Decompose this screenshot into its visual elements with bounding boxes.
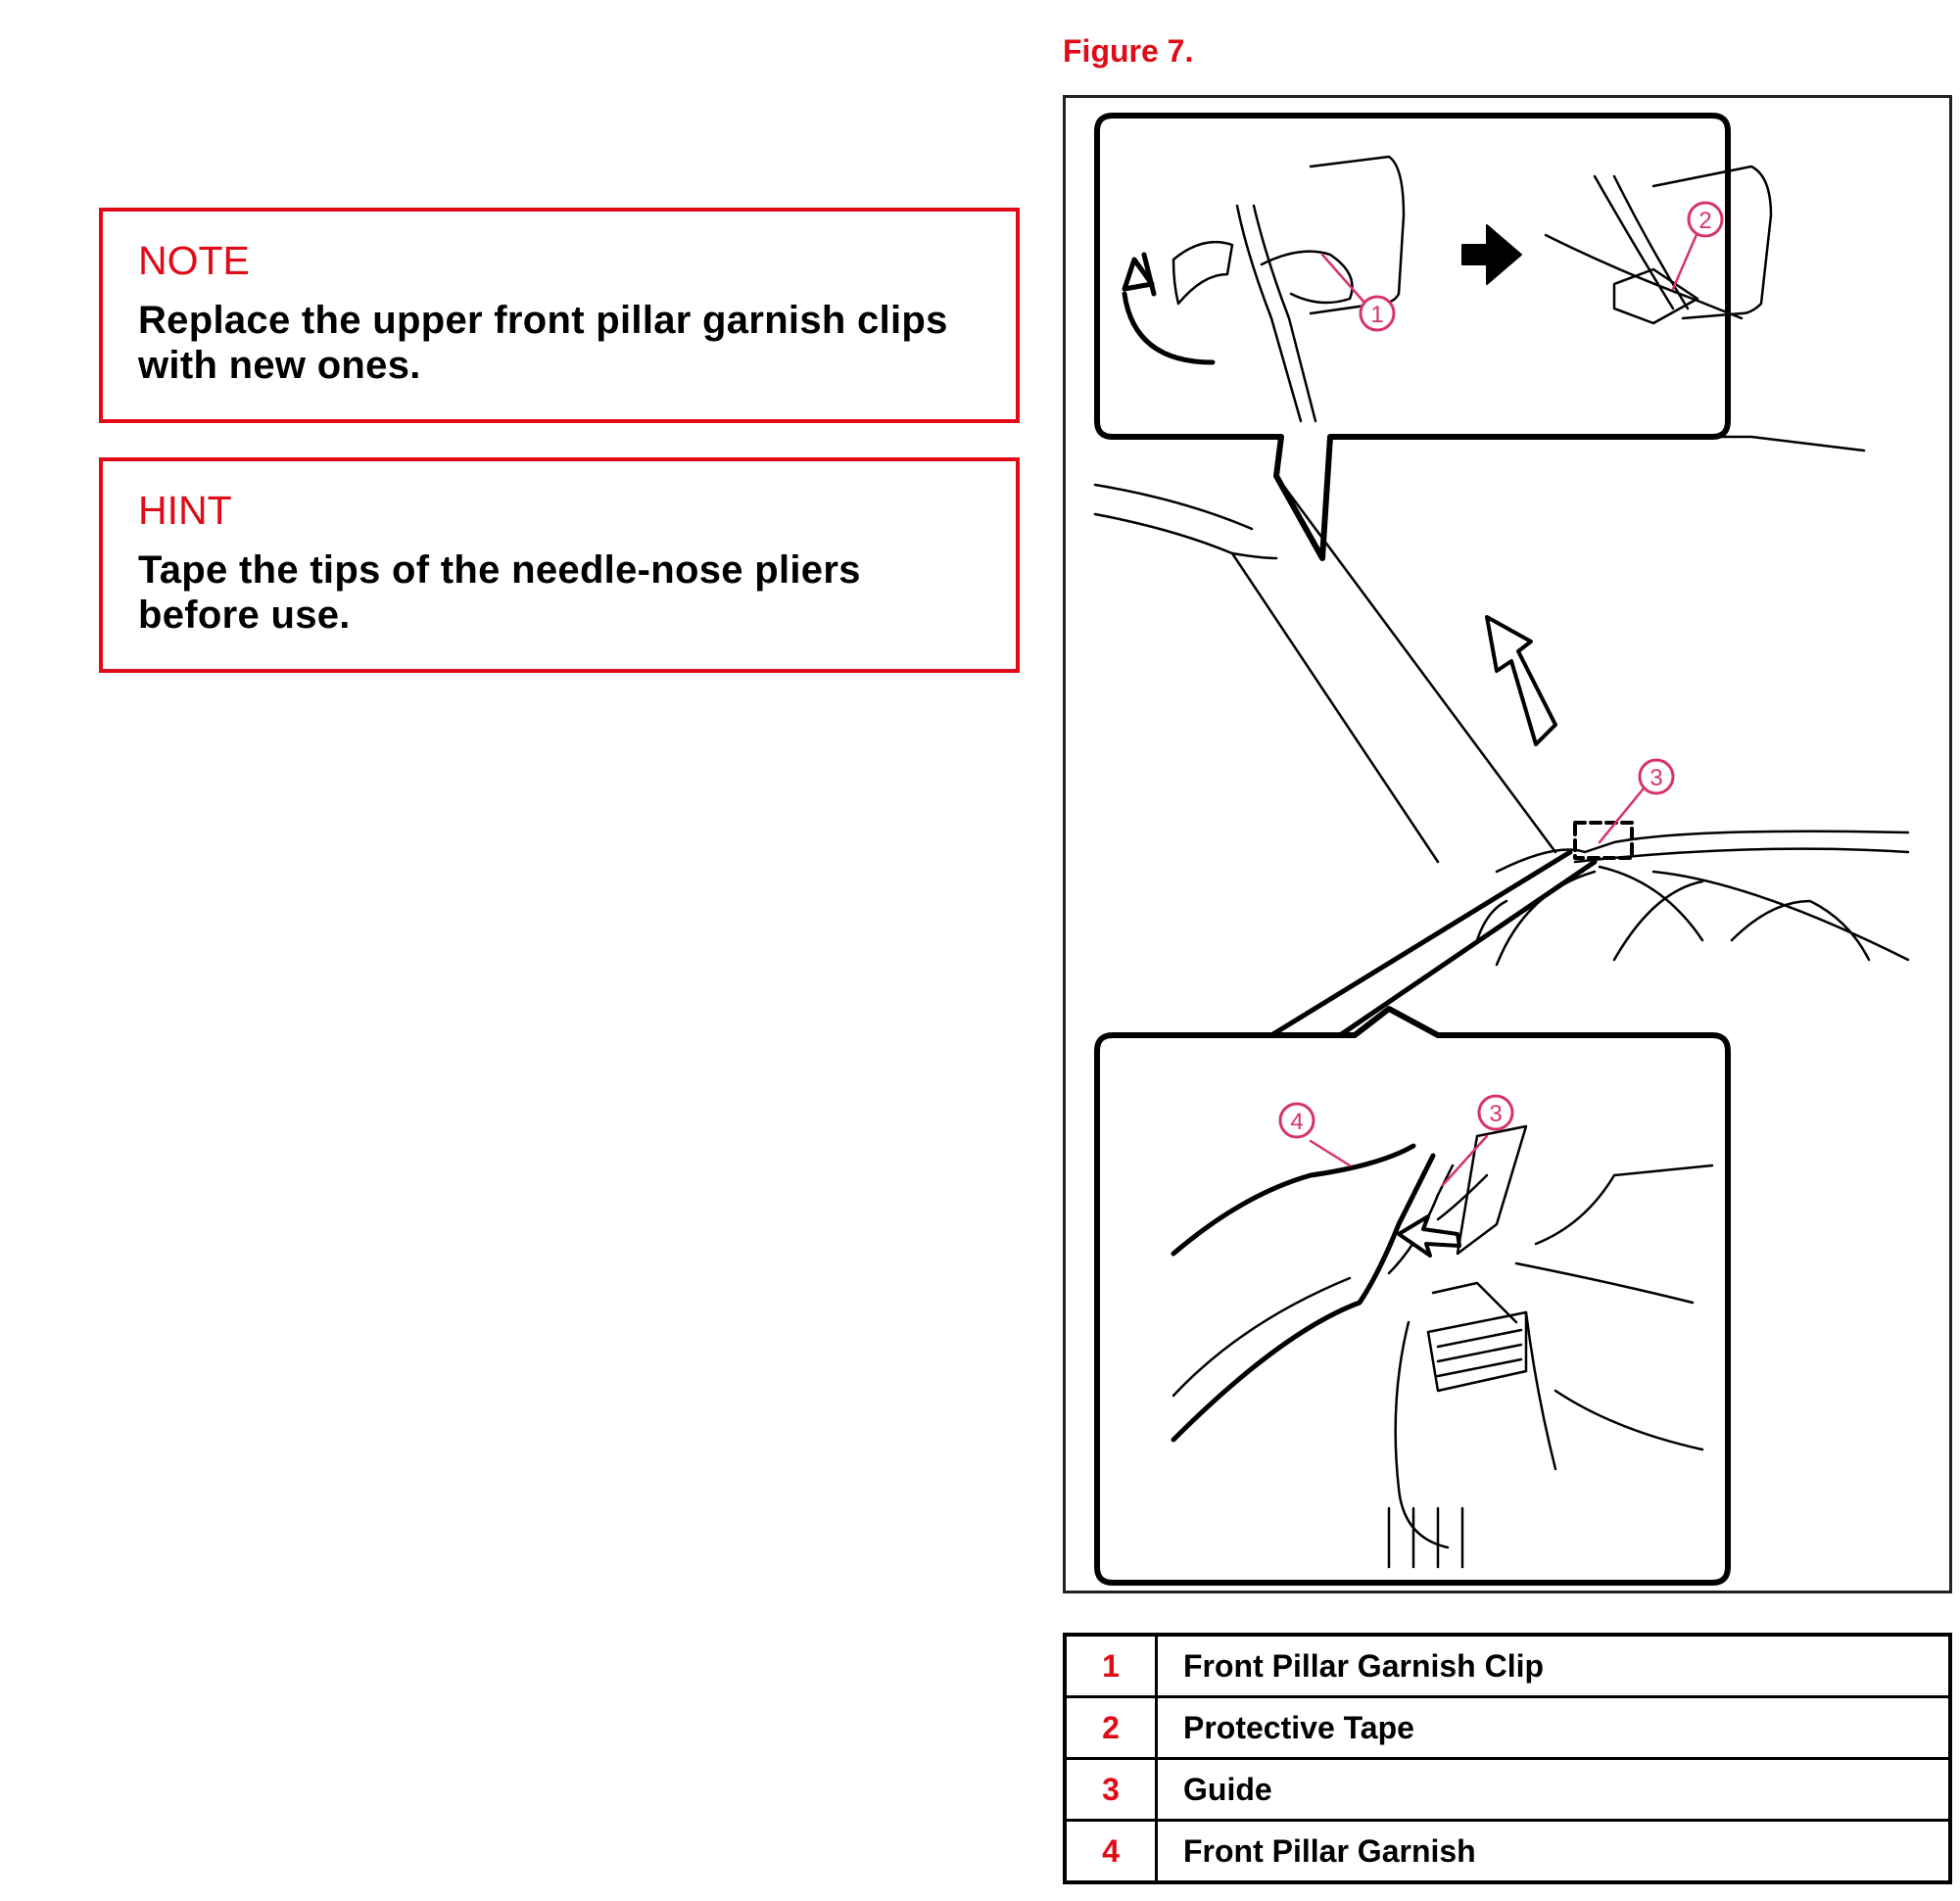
hint-box: HINT Tape the tips of the needle-nose pl…: [99, 457, 1020, 673]
callout-2: 2: [1687, 201, 1724, 238]
step-arrow: [1461, 224, 1522, 285]
callout-3-top-label: 3: [1649, 765, 1662, 791]
legend-label: Guide: [1155, 1757, 1952, 1822]
legend-number: 2: [1063, 1695, 1158, 1760]
taped-pliers-sketch: [1544, 165, 1773, 325]
pillar-overview-sketch: [1093, 435, 1910, 967]
hint-text: Tape the tips of the needle-nose pliers …: [138, 548, 861, 637]
callouts: 1 2 3 3 4: [1278, 201, 1724, 1139]
note-text: Replace the upper front pillar garnish c…: [138, 299, 948, 387]
legend-row: 4 Front Pillar Garnish: [1063, 1819, 1952, 1884]
legend-row: 3 Guide: [1063, 1757, 1952, 1822]
legend-row: 2 Protective Tape: [1063, 1695, 1952, 1760]
hint-heading: HINT: [138, 488, 232, 533]
figure-title: Figure 7.: [1063, 33, 1194, 69]
note-heading: NOTE: [138, 238, 250, 283]
removal-arrow: [1485, 615, 1557, 746]
callout-leaders: [1309, 228, 1700, 1187]
top-detail-frame: [1094, 113, 1731, 561]
callout-2-label: 2: [1698, 208, 1711, 234]
callout-4-label: 4: [1290, 1109, 1303, 1135]
pillar-garnish-diagram: 1 2 3 3 4: [1093, 113, 1910, 1586]
legend-label: Front Pillar Garnish Clip: [1155, 1633, 1952, 1698]
callout-1-label: 1: [1370, 302, 1383, 328]
callout-1: 1: [1359, 295, 1396, 332]
legend-label: Front Pillar Garnish: [1155, 1819, 1952, 1884]
legend-label: Protective Tape: [1155, 1695, 1952, 1760]
guide-detail-sketch: [1171, 1124, 1714, 1569]
note-box: NOTE Replace the upper front pillar garn…: [99, 208, 1020, 423]
callout-3-top: 3: [1638, 758, 1675, 795]
install-arrow: [1397, 1214, 1461, 1258]
bottom-detail-frame: [1094, 1006, 1731, 1586]
pointer-lines: [1268, 849, 1598, 1038]
callout-3-bottom-label: 3: [1489, 1101, 1502, 1127]
callout-3-bottom: 3: [1477, 1094, 1514, 1131]
figure-illustration: 1 2 3 3 4: [1063, 95, 1952, 1593]
callout-4: 4: [1278, 1102, 1315, 1139]
legend-table: 1 Front Pillar Garnish Clip 2 Protective…: [1063, 1633, 1952, 1884]
legend-number: 3: [1063, 1757, 1158, 1822]
guide-dashed-box: [1573, 821, 1634, 860]
legend-row: 1 Front Pillar Garnish Clip: [1063, 1633, 1952, 1698]
legend-number: 1: [1063, 1633, 1158, 1698]
legend-number: 4: [1063, 1819, 1158, 1884]
clip-removal-sketch: [1122, 155, 1406, 423]
